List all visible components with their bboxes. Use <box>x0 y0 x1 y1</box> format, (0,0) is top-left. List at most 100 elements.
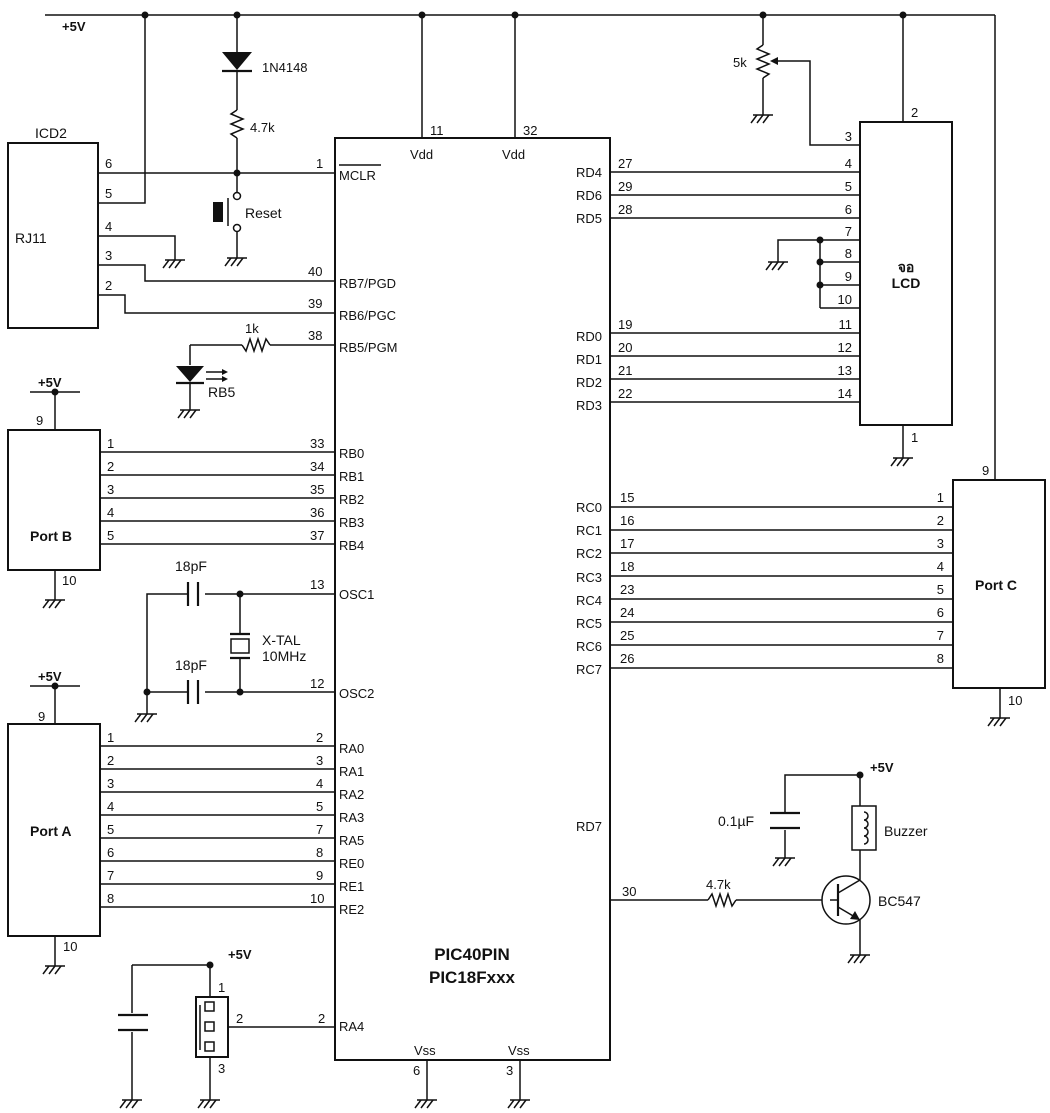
pin-num: 1 <box>937 490 944 505</box>
port-a-label: Port A <box>30 823 71 839</box>
pin-num: 7 <box>845 224 852 239</box>
pin-label: RC6 <box>576 639 602 654</box>
pin-num: 25 <box>620 628 634 643</box>
reset-label: Reset <box>245 205 282 221</box>
pin-label: RC3 <box>576 570 602 585</box>
pin-num: 16 <box>620 513 634 528</box>
pin-label: RE1 <box>339 879 364 894</box>
pin-num: 4 <box>316 776 323 791</box>
vcc-rail-label: +5V <box>62 19 86 34</box>
pin-num: 5 <box>107 822 114 837</box>
resistor-label: 4.7k <box>250 120 275 135</box>
pin-label: RB2 <box>339 492 364 507</box>
pin-label: RB5/PGM <box>339 340 398 355</box>
pin-num: 4 <box>107 505 114 520</box>
pin-num: 8 <box>845 246 852 261</box>
pin-num: 2 <box>236 1011 243 1026</box>
pin-label: RD3 <box>576 398 602 413</box>
port-c-label: Port C <box>975 577 1017 593</box>
resistor-label: 4.7k <box>706 877 731 892</box>
pin-label: RA4 <box>339 1019 364 1034</box>
pin-num: 11 <box>839 317 853 332</box>
pin-label: RD1 <box>576 352 602 367</box>
pin-num: 9 <box>38 709 45 724</box>
pin-label: RD0 <box>576 329 602 344</box>
pin-label: OSC2 <box>339 686 374 701</box>
cap-label: 0.1µF <box>718 813 754 829</box>
pin-label: RB1 <box>339 469 364 484</box>
mcu-family: PIC18Fxxx <box>429 968 516 987</box>
pin-num: 2 <box>107 459 114 474</box>
mcu-left-pin-labels: MCLR RB7/PGD RB6/PGC RB5/PGM RB0 RB1 RB2… <box>339 164 398 1034</box>
pin-num: 19 <box>618 317 632 332</box>
pin-label: RC5 <box>576 616 602 631</box>
pin-num: 27 <box>618 156 632 171</box>
vdd-pin-num: 11 <box>430 123 444 138</box>
buzzer-circuit: +5V 0.1µF Buzzer 30 4.7k BC547 <box>610 760 928 964</box>
cap-label: 18pF <box>175 558 207 574</box>
pin-num: 2 <box>107 753 114 768</box>
buzzer-label: Buzzer <box>884 823 928 839</box>
pin-num: 8 <box>937 651 944 666</box>
port-b-label: Port B <box>30 528 72 544</box>
pin-label: RD7 <box>576 819 602 834</box>
ra4-jumper: +5V 1 2 3 2 <box>118 947 335 1109</box>
pin-label: RC7 <box>576 662 602 677</box>
pin-num: 6 <box>937 605 944 620</box>
vdd-pin-num: 32 <box>523 123 537 138</box>
pin-num: 6 <box>107 845 114 860</box>
pin-num: 5 <box>105 186 112 201</box>
pin-num: 1 <box>316 156 323 171</box>
pin-label: OSC1 <box>339 587 374 602</box>
vss-pin-num: 3 <box>506 1063 513 1078</box>
pin-label: RC4 <box>576 593 602 608</box>
pin-label: RC2 <box>576 546 602 561</box>
icd2-label: RJ11 <box>15 230 47 246</box>
pin-label: RD4 <box>576 165 602 180</box>
pin-num: 12 <box>310 676 324 691</box>
pin-label: RC1 <box>576 523 602 538</box>
pin-num: 10 <box>62 573 76 588</box>
vcc-label: +5V <box>38 375 62 390</box>
transistor-label: BC547 <box>878 893 921 909</box>
icd2-connector: ICD2 RJ11 6 1 5 4 3 40 2 39 <box>7 15 335 329</box>
pin-num: 3 <box>107 776 114 791</box>
vss-label: Vss <box>508 1043 530 1058</box>
diode-label: 1N4148 <box>262 60 308 75</box>
pin-label: RA5 <box>339 833 364 848</box>
pin-num: 37 <box>310 528 324 543</box>
pin-label: RA2 <box>339 787 364 802</box>
lcd-thai-label: จอ <box>898 259 915 275</box>
pin-num: 8 <box>316 845 323 860</box>
vdd-label: Vdd <box>502 147 525 162</box>
pin-num: 6 <box>105 156 112 171</box>
pin-num: 36 <box>310 505 324 520</box>
pin-num: 13 <box>838 363 852 378</box>
pin-num: 1 <box>911 430 918 445</box>
pin-num: 39 <box>308 296 322 311</box>
pin-label: RD6 <box>576 188 602 203</box>
pin-num: 33 <box>310 436 324 451</box>
lcd-module: 5k จอ LCD 2 1 3 27 29 28 4 5 6 7 8 9 10 <box>610 15 953 467</box>
pin-num: 2 <box>911 105 918 120</box>
vdd-label: Vdd <box>410 147 433 162</box>
pin-num: 15 <box>620 490 634 505</box>
pin-num: 6 <box>845 202 852 217</box>
mcu-chip: 11 32 Vdd Vdd Vss Vss 6 3 PIC40PIN PIC18… <box>334 15 611 1109</box>
pin-num: 22 <box>618 386 632 401</box>
pin-num: 21 <box>618 363 632 378</box>
pin-num: 40 <box>308 264 322 279</box>
pin-num: 10 <box>63 939 77 954</box>
pin-num: 9 <box>982 463 989 478</box>
pin-num: 30 <box>622 884 636 899</box>
pin-label: RB3 <box>339 515 364 530</box>
pin-num: 3 <box>845 129 852 144</box>
vcc-rail: +5V <box>45 11 995 34</box>
pin-label: RD2 <box>576 375 602 390</box>
vcc-label: +5V <box>228 947 252 962</box>
mcu-name: PIC40PIN <box>434 945 510 964</box>
pin-label: RB0 <box>339 446 364 461</box>
pin-label: RA1 <box>339 764 364 779</box>
pin-num: 10 <box>1008 693 1022 708</box>
